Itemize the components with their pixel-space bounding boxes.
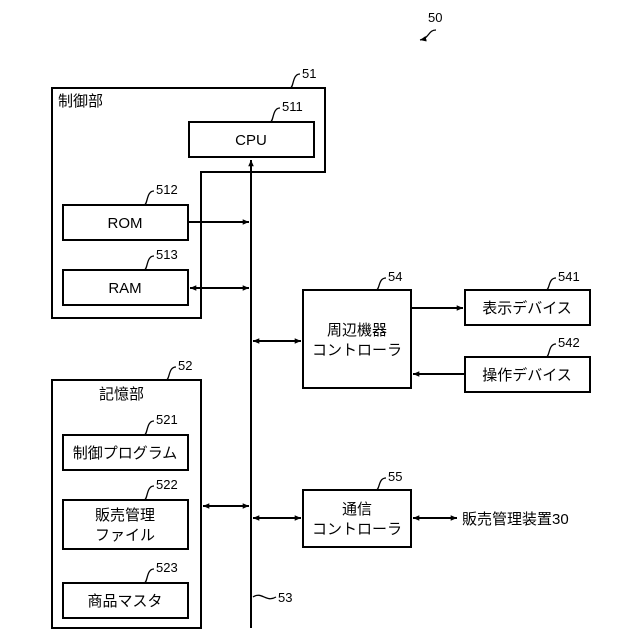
- storage-unit-label: 記憶部: [99, 386, 144, 403]
- comm-controller-line1: 通信: [342, 501, 372, 518]
- sales-file-ref: 522: [156, 477, 178, 492]
- ram-ref: 513: [156, 247, 178, 262]
- sales-file-line2: ファイル: [95, 527, 155, 544]
- comm-controller: 通信 コントローラ 55: [303, 469, 411, 547]
- comm-controller-ref-leader: [376, 478, 386, 490]
- peripheral-controller: 周辺機器 コントローラ 54: [303, 269, 411, 388]
- control-program-label: 制御プログラム: [73, 445, 178, 462]
- product-master-label: 商品マスタ: [87, 593, 162, 610]
- sales-management-device-label: 販売管理装置30: [462, 511, 569, 528]
- display-device-ref: 541: [558, 269, 580, 284]
- sales-file-line1: 販売管理: [95, 507, 155, 524]
- peripheral-controller-ref: 54: [388, 269, 402, 284]
- figure-ref-arrow: [420, 30, 436, 40]
- cpu-ref-leader: [270, 108, 280, 122]
- ram-label: RAM: [108, 280, 141, 297]
- control-unit-ref: 51: [302, 66, 316, 81]
- display-device-label: 表示デバイス: [482, 299, 572, 317]
- peripheral-controller-ref-leader: [376, 278, 386, 290]
- operation-device-ref: 542: [558, 335, 580, 350]
- comm-controller-ref: 55: [388, 469, 402, 484]
- control-unit: 制御部 51 CPU 511 ROM 512 RAM 513: [52, 66, 325, 318]
- peripheral-controller-box: [303, 290, 411, 388]
- cpu-ref: 511: [282, 99, 303, 114]
- ram-ref-leader: [144, 256, 154, 270]
- figure-ref: 50: [428, 10, 442, 25]
- storage-unit-ref: 52: [178, 358, 192, 373]
- peripheral-controller-line2: コントローラ: [312, 342, 402, 359]
- control-program-ref: 521: [156, 412, 178, 427]
- operation-device-ref-leader: [546, 344, 556, 357]
- storage-unit: 記憶部 52 制御プログラム 521 販売管理 ファイル 522 商品マスタ 5…: [52, 358, 201, 628]
- bus-ref-leader: [253, 595, 276, 598]
- operation-device-label: 操作デバイス: [482, 366, 572, 384]
- control-unit-label: 制御部: [58, 93, 103, 110]
- rom-ref-leader: [144, 191, 154, 205]
- rom-ref: 512: [156, 182, 178, 197]
- control-unit-ref-leader: [290, 74, 300, 88]
- display-device-ref-leader: [546, 278, 556, 290]
- peripheral-controller-line1: 周辺機器: [327, 322, 387, 339]
- bus-ref: 53: [278, 590, 292, 605]
- rom-label: ROM: [108, 215, 143, 232]
- cpu-label: CPU: [235, 132, 267, 149]
- product-master-ref: 523: [156, 560, 178, 575]
- comm-controller-line2: コントローラ: [312, 521, 402, 538]
- storage-unit-ref-leader: [166, 367, 176, 380]
- comm-controller-box: [303, 490, 411, 547]
